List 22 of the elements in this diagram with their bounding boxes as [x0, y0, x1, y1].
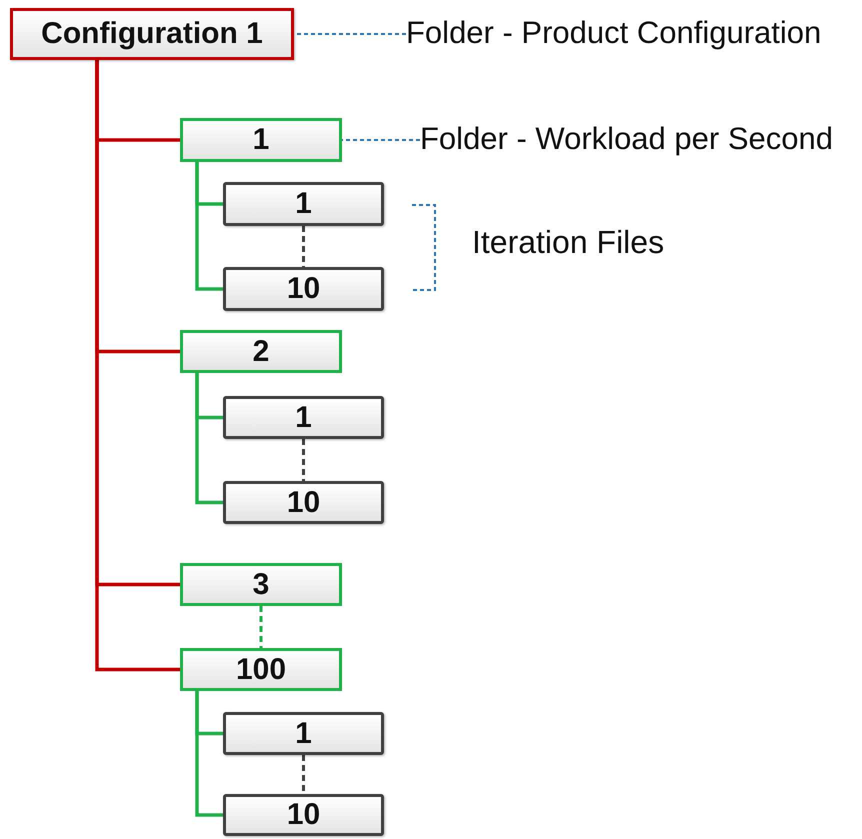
folder-box: 1	[180, 118, 342, 162]
file-box: 1	[223, 182, 384, 226]
connector-line	[195, 162, 223, 291]
dotted-connector	[260, 606, 262, 648]
folder-box: 3	[180, 563, 342, 606]
connector-line	[195, 691, 223, 817]
root-folder-box: Configuration 1	[10, 8, 294, 60]
folder-box: 100	[180, 648, 342, 691]
connector-line	[195, 373, 223, 504]
file-box: 10	[223, 481, 384, 524]
annotation-text: Folder - Workload per Second	[420, 119, 833, 159]
folder-box: 2	[180, 330, 342, 373]
file-box: 1	[223, 712, 384, 755]
annotation-text: Folder - Product Configuration	[406, 13, 822, 53]
dotted-connector	[302, 226, 305, 267]
leader-line	[294, 33, 406, 35]
dotted-connector	[302, 755, 305, 794]
file-box: 10	[223, 267, 384, 311]
file-box: 1	[223, 396, 384, 439]
dotted-connector	[302, 439, 305, 481]
annotation-text: Iteration Files	[472, 223, 664, 262]
file-box: 10	[223, 794, 384, 836]
